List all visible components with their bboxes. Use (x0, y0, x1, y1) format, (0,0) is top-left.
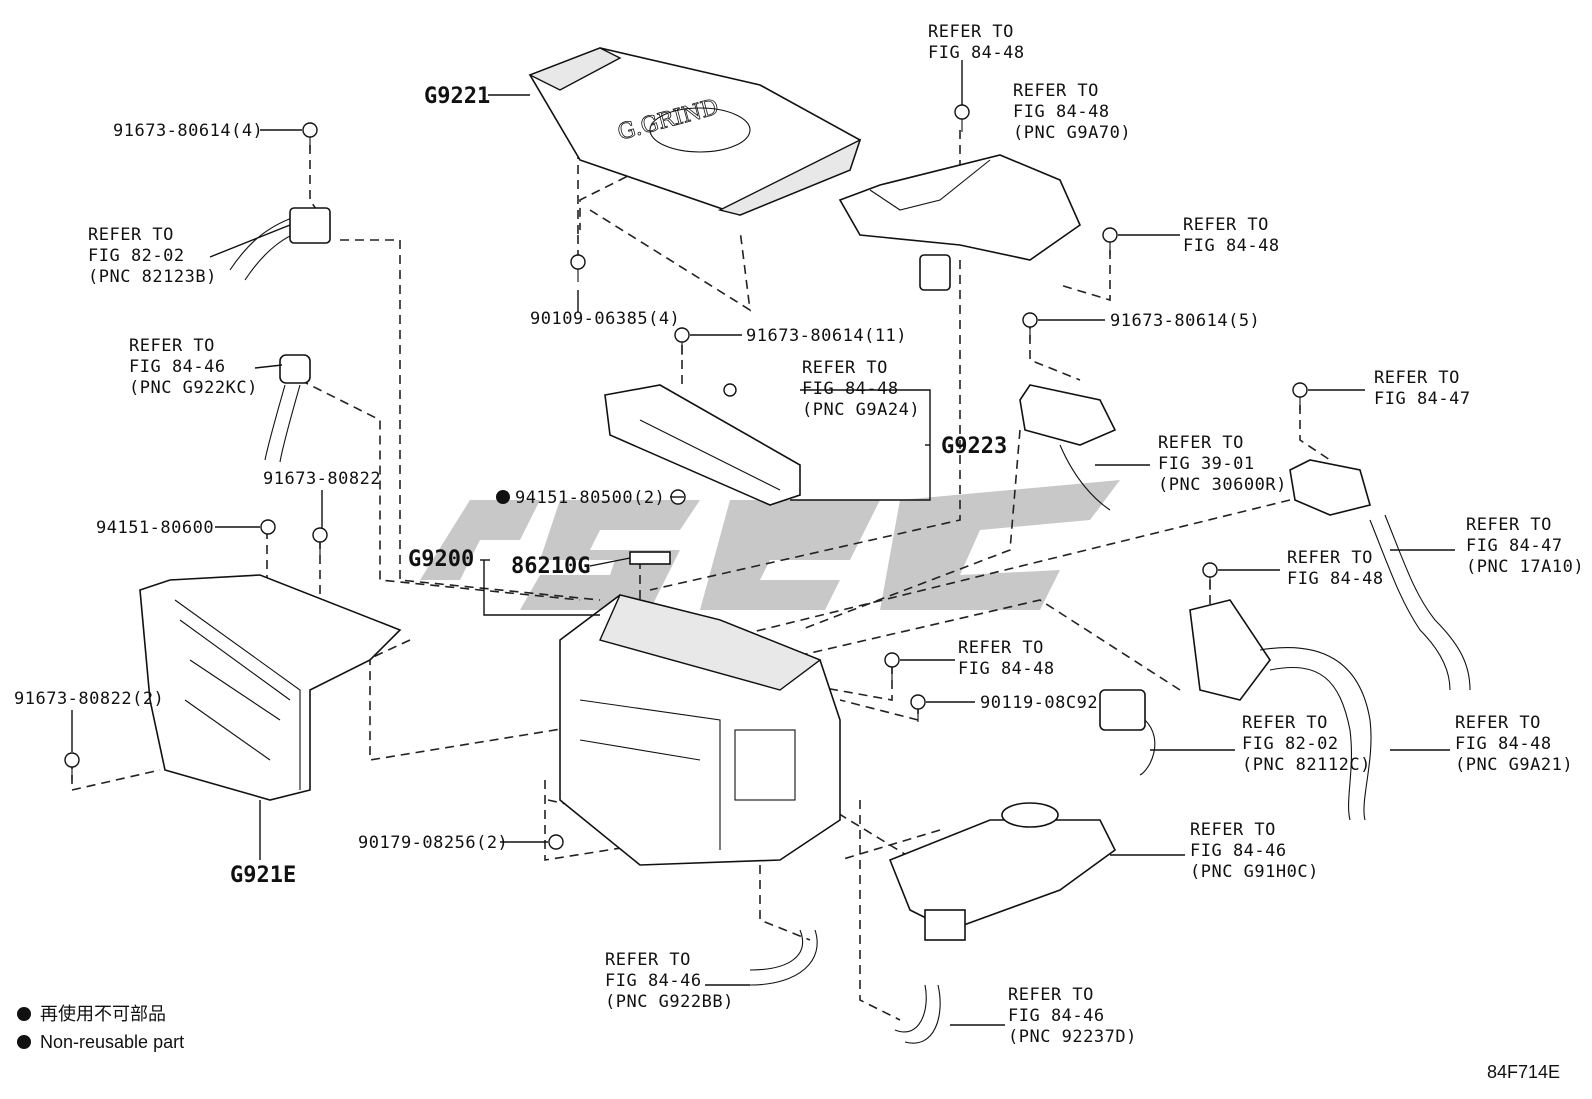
engine-cover-shape: G.GRIND (528, 47, 862, 216)
part-label-g9221: G9221 (424, 84, 490, 109)
bolt-icon (1202, 562, 1218, 590)
hose-g922kc (264, 354, 311, 463)
harness-g9a21 (1189, 599, 1372, 821)
part-label-g9200: G9200 (408, 547, 474, 572)
gasket-shape (604, 383, 801, 506)
legend: 再使用不可部品 Non-reusable part (17, 1004, 184, 1052)
bolt-icon (1102, 227, 1118, 255)
part-label-86210g: 86210G (511, 554, 590, 579)
part-number-91673-80822-2: 91673-80822(2) (14, 689, 164, 709)
part-number-91673-80614-5: 91673-80614(5) (1110, 311, 1260, 331)
non-reusable-bullet (496, 490, 510, 504)
bolt-icon (1022, 312, 1038, 340)
part-number-94151-80500-2: 94151-80500(2) (515, 488, 665, 508)
bracket-g921e-shape (139, 574, 402, 801)
bolt-icon (884, 652, 900, 680)
reservoir-tank-shape (888, 802, 1117, 941)
part-number-91673-80614-4: 91673-80614(4) (113, 121, 263, 141)
bolts (64, 104, 1308, 850)
part-labels: G9221 G9223 G9200 86210G G921E 91673-806… (14, 84, 1260, 888)
part-number-90179-08256-2: 90179-08256(2) (358, 833, 508, 853)
bolt-icon (954, 104, 970, 132)
leader-lines (71, 60, 1455, 1026)
bolt-icon (312, 527, 328, 555)
part-number-94151-80600: 94151-80600 (96, 518, 214, 538)
junction-block-shape (838, 154, 1081, 291)
bracket-86210g-shape (629, 551, 671, 565)
bolt-icon (302, 122, 318, 150)
part-label-g9223: G9223 (941, 434, 1007, 459)
part-number-90119-08c92: 90119-08C92 (980, 693, 1098, 713)
bolt-icon (910, 694, 926, 722)
connector-30600r (1019, 384, 1117, 511)
bolt-icon (548, 834, 564, 850)
legend-text-en: Non-reusable part (40, 1032, 184, 1052)
part-number-91673-80614-11: 91673-80614(11) (746, 326, 907, 346)
bolt-icon (674, 327, 690, 355)
bolt-icon (1292, 382, 1308, 410)
legend-text-ja: 再使用不可部品 (40, 1004, 166, 1024)
bolt-icon (64, 752, 80, 780)
part-number-90109-06385-4: 90109-06385(4) (530, 309, 680, 329)
hose-g922bb (749, 929, 818, 986)
connector-17a10 (1289, 459, 1471, 691)
inverter-assembly-shape (559, 594, 841, 866)
legend-bullet-icon (17, 1007, 31, 1021)
part-label-g921e: G921E (230, 863, 296, 888)
hose-92237d (894, 984, 941, 1044)
connector-82112c (1099, 689, 1156, 776)
part-number-91673-80822: 91673-80822 (263, 469, 381, 489)
left-hose-clamp (229, 207, 331, 281)
legend-bullet-icon (17, 1035, 31, 1049)
bolt-icon (570, 254, 586, 282)
figure-code: 84F714E (1487, 1062, 1560, 1082)
bolt-icon (260, 519, 276, 535)
